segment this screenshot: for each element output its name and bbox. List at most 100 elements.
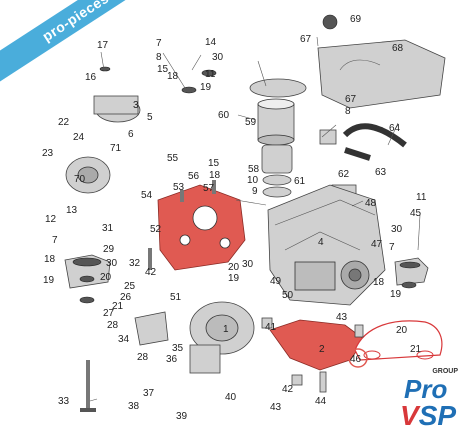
callout-28-low: 28: [137, 352, 149, 363]
callout-43-low: 43: [270, 402, 282, 413]
callout-47: 47: [371, 239, 383, 250]
callout-20-mid: 20: [228, 262, 240, 273]
hoses: [319, 123, 407, 200]
callout-34: 34: [118, 334, 130, 345]
callout-49: 49: [270, 276, 282, 287]
callout-71: 71: [110, 143, 122, 154]
callout-48: 48: [365, 198, 377, 209]
callout-17: 17: [97, 40, 109, 51]
callout-60: 60: [218, 110, 230, 121]
callout-41: 41: [265, 322, 277, 333]
callout-59: 59: [245, 117, 257, 128]
callout-labels: 17 16 7 8 15 14 30 18 11 19 3 5 6 22 24 …: [42, 14, 427, 422]
callout-44: 44: [315, 396, 327, 407]
studs-and-bolts: [148, 180, 364, 393]
callout-46: 46: [350, 354, 362, 365]
callout-31: 31: [102, 223, 114, 234]
callout-7-right: 7: [389, 242, 395, 253]
callout-12: 12: [45, 214, 57, 225]
callout-29: 29: [103, 244, 115, 255]
callout-2: 2: [319, 344, 325, 355]
fuel-pump: [65, 156, 111, 194]
car-silhouette: [348, 320, 443, 368]
engine-mount-right: [394, 257, 429, 286]
logo-v-letter: V: [400, 400, 419, 431]
callout-25: 25: [124, 281, 136, 292]
leader-lines: [89, 36, 421, 402]
callout-51: 51: [170, 292, 182, 303]
callout-6: 6: [128, 129, 134, 140]
callout-67: 67: [300, 34, 312, 45]
callout-38: 38: [128, 401, 140, 412]
callout-18-top: 18: [167, 71, 179, 82]
callout-13: 13: [66, 205, 78, 216]
alternator: [189, 301, 255, 374]
callout-64: 64: [389, 123, 401, 134]
callout-11-top: 11: [205, 69, 216, 80]
callout-18-mid: 18: [209, 170, 221, 181]
callout-57: 57: [203, 183, 215, 194]
callout-68: 68: [392, 43, 404, 54]
callout-36: 36: [166, 354, 178, 365]
callout-11-right: 11: [416, 192, 427, 203]
callout-62: 62: [338, 169, 350, 180]
callout-21-right: 21: [410, 344, 422, 355]
callout-28-left: 28: [107, 320, 119, 331]
callout-3: 3: [133, 100, 139, 111]
callout-9: 9: [252, 186, 258, 197]
callout-40: 40: [225, 392, 237, 403]
callout-50: 50: [282, 290, 294, 301]
air-filter-assembly: [249, 78, 307, 198]
callout-19-top: 19: [200, 82, 212, 93]
callout-19-left: 19: [43, 275, 55, 286]
callout-5: 5: [147, 112, 153, 123]
callout-63: 63: [375, 167, 387, 178]
callout-19-mid: 19: [228, 273, 240, 284]
logo-sp-letters: SP: [418, 400, 457, 431]
mount-bracket-lower-left: [134, 311, 169, 346]
callout-14: 14: [205, 37, 217, 48]
callout-26: 26: [120, 292, 132, 303]
callout-15-top: 15: [157, 64, 169, 75]
callout-39: 39: [176, 411, 188, 422]
callout-33: 33: [58, 396, 70, 407]
callout-42-mid: 42: [145, 267, 157, 278]
callout-23: 23: [42, 148, 54, 159]
callout-52: 52: [150, 224, 162, 235]
callout-7-top: 7: [156, 38, 162, 49]
callout-15-mid: 15: [208, 158, 220, 169]
callout-56: 56: [188, 171, 200, 182]
callout-43: 43: [336, 312, 348, 323]
callout-61: 61: [294, 176, 306, 187]
cap-69: [322, 14, 338, 30]
logo-group-text: GROUP: [432, 368, 458, 375]
callout-65: 67: [345, 94, 357, 105]
callout-18-left: 18: [44, 254, 56, 265]
callout-8: 8: [156, 52, 162, 63]
callout-7-left: 7: [52, 235, 58, 246]
callout-21: 21: [112, 301, 124, 312]
callout-53: 53: [173, 182, 185, 193]
callout-4: 4: [318, 237, 324, 248]
callout-19-right: 19: [390, 289, 402, 300]
logo-pro-text: Pro: [404, 374, 448, 404]
callout-22: 22: [58, 117, 70, 128]
water-pump: [93, 95, 141, 123]
callout-70: 70: [74, 174, 86, 185]
callout-42-low: 42: [282, 384, 294, 395]
callout-20-right: 20: [396, 325, 408, 336]
engine-cover-plate: [317, 14, 446, 109]
callout-30-top: 30: [212, 52, 224, 63]
callout-54: 54: [141, 190, 153, 201]
callout-58: 58: [248, 164, 260, 175]
callout-30-left: 30: [106, 258, 118, 269]
callout-30-mid: 30: [242, 259, 254, 270]
callout-55: 55: [167, 153, 179, 164]
callout-27: 27: [103, 308, 115, 319]
callout-35: 35: [172, 343, 184, 354]
callout-66: 8: [345, 106, 351, 117]
timing-cover-plate-red: [157, 184, 246, 271]
callout-18-right: 18: [373, 277, 385, 288]
callout-32: 32: [129, 258, 141, 269]
